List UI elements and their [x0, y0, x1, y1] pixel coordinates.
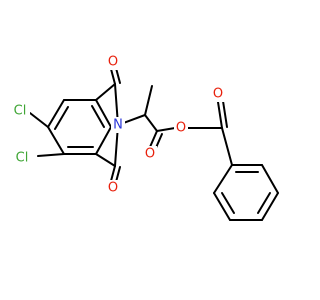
- bond-c-cl-top: [29, 112, 49, 128]
- bond-ph-4-inner: [257, 192, 271, 214]
- bond-ph-2-inner: [221, 192, 235, 214]
- molecule-structure: Cl Cl O O N O O O: [10, 54, 279, 221]
- atom-bg: [10, 103, 30, 119]
- atom-o-ketone-label: O: [213, 87, 223, 102]
- bond-ph-4: [261, 192, 279, 221]
- atom-bg: [106, 54, 120, 70]
- bond-imide-co-bottom-b: [115, 166, 121, 183]
- atom-o-ester-label: O: [176, 121, 186, 136]
- atom-n-imide: N: [111, 117, 125, 133]
- atom-bg: [111, 117, 125, 133]
- atom-cl-bottom: Cl: [12, 150, 32, 166]
- bond-ph-5: [261, 164, 279, 194]
- atom-o-ketone: O: [211, 86, 225, 102]
- atom-cl-top: Cl: [10, 103, 30, 119]
- atom-bg: [106, 180, 120, 196]
- bond-ring-d: [95, 126, 112, 155]
- atom-labels: Cl Cl O O N O O O: [10, 54, 225, 196]
- bond-ring-a: [47, 99, 65, 128]
- bond-imide-co-top-a: [110, 68, 116, 85]
- atom-o-ester-carbonyl: O: [143, 146, 157, 162]
- bond-ester-c-o: [156, 127, 176, 132]
- atom-o-imide-top: O: [106, 54, 120, 70]
- bonds: [29, 67, 279, 221]
- atom-bg: [12, 150, 32, 166]
- atom-o-imide-bottom-label: O: [108, 181, 118, 196]
- bond-ph-1: [213, 164, 233, 194]
- bond-ketone-co-a: [217, 101, 223, 129]
- bond-imide-c3-ring: [95, 153, 116, 167]
- bond-ring-e: [95, 99, 112, 128]
- atom-o-ester-carbonyl-label: O: [145, 147, 155, 162]
- atom-cl-top-label: Cl: [14, 104, 27, 119]
- bond-ch-ester-c: [144, 114, 158, 132]
- bond-c-cl-bottom: [37, 153, 65, 157]
- bond-ph-2: [213, 192, 231, 221]
- bond-ring-e-inner: [91, 105, 105, 128]
- bond-ring-a-inner: [54, 106, 69, 130]
- atom-bg: [211, 86, 225, 102]
- bond-ketone-c-ring: [221, 127, 233, 166]
- atom-n-imide-label: N: [113, 118, 123, 133]
- bond-ring-b: [47, 126, 65, 155]
- bond-imide-co-top-b: [115, 67, 121, 84]
- atom-bg: [174, 120, 188, 136]
- atom-cl-bottom-label: Cl: [16, 151, 29, 166]
- bond-ester-c-o-a: [149, 130, 158, 148]
- atom-o-imide-top-label: O: [108, 55, 118, 70]
- bond-ch-methyl: [144, 85, 153, 116]
- bond-ketone-co-b: [222, 100, 228, 128]
- atom-o-imide-bottom: O: [106, 180, 120, 196]
- bond-imide-c1-ring: [95, 83, 116, 101]
- bond-imide-co-bottom-a: [110, 165, 116, 182]
- atom-bg: [143, 146, 157, 162]
- atom-o-ester: O: [174, 120, 188, 136]
